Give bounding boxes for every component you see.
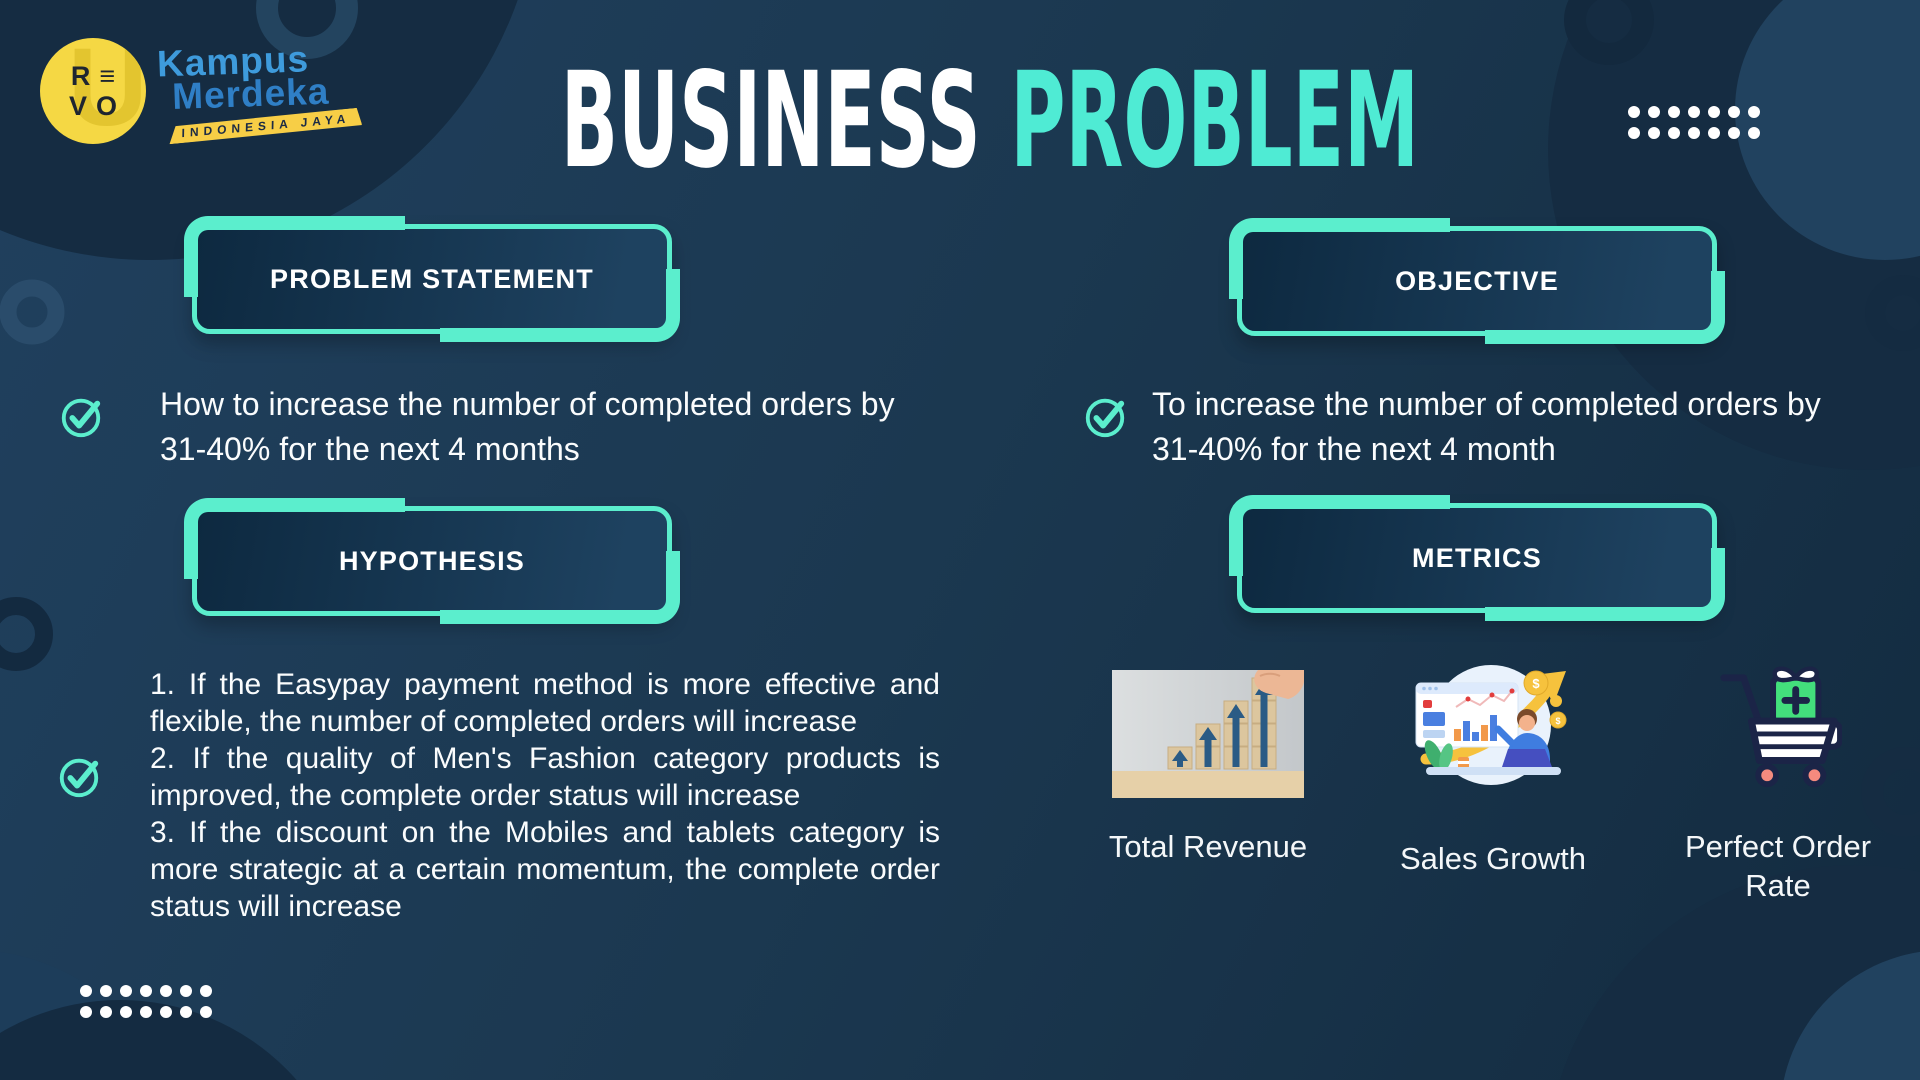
revenue-growth-blocks-photo (1112, 670, 1304, 798)
check-icon (59, 758, 99, 798)
svg-text:$: $ (1532, 676, 1540, 691)
hypothesis-heading: HYPOTHESIS (338, 545, 526, 576)
hypothesis-text: 1. If the Easypay payment method is more… (150, 666, 940, 925)
box-corner-accent-top-left (1229, 495, 1450, 577)
revou-logo-watermark: U (68, 38, 146, 144)
box-corner-accent-bottom-right (1485, 548, 1725, 621)
problem-statement-heading: PROBLEM STATEMENT (270, 263, 594, 294)
revou-logo-bottom: VO (68, 91, 126, 121)
metric-label: Total Revenue (1108, 829, 1308, 864)
page-title: BUSINESS PROBLEM (60, 52, 1920, 191)
problem-statement-text: How to increase the number of completed … (160, 386, 895, 468)
revou-logo: U R≡ VO (40, 38, 146, 144)
hypothesis-item-3: 3. If the discount on the Mobiles and ta… (150, 816, 940, 924)
box-corner-accent-top-left (1229, 218, 1450, 300)
check-icon (1085, 398, 1125, 438)
dots-decoration-bottom-left (80, 985, 212, 1018)
hypothesis-item-1: 1. If the Easypay payment method is more… (150, 668, 940, 739)
metric-label: Perfect Order Rate (1684, 829, 1872, 903)
hypothesis-heading-box: HYPOTHESIS (184, 498, 680, 624)
shopping-cart-gift-icon (1720, 666, 1842, 788)
box-corner-accent-bottom-right (440, 269, 680, 342)
metric-perfect-order-rate: Perfect Order Rate (1648, 658, 1908, 906)
metrics-heading-box: METRICS (1229, 495, 1725, 621)
box-corner-accent-bottom-right (440, 551, 680, 624)
box-corner-accent-top-left (184, 498, 405, 580)
box-corner-accent-bottom-right (1485, 271, 1725, 344)
objective-heading: OBJECTIVE (1395, 265, 1559, 296)
check-icon (61, 398, 101, 438)
title-word-business: BUSINESS (560, 44, 981, 198)
objective-text: To increase the number of completed orde… (1152, 386, 1821, 468)
metrics-row: Total Revenue (1078, 658, 1908, 906)
objective-heading-box: OBJECTIVE (1229, 218, 1725, 344)
hypothesis-item-2: 2. If the quality of Men's Fashion categ… (150, 742, 940, 813)
metric-sales-growth: $ $ Sales Growth (1363, 658, 1623, 906)
title-word-problem: PROBLEM (1010, 44, 1420, 198)
box-corner-accent-top-left (184, 216, 405, 298)
problem-statement-heading-box: PROBLEM STATEMENT (184, 216, 680, 342)
metric-total-revenue: Total Revenue (1078, 658, 1338, 906)
sales-growth-illustration: $ $ (1415, 665, 1566, 785)
metric-label: Sales Growth (1399, 841, 1587, 876)
dots-decoration-top-right (1628, 106, 1760, 139)
svg-text:$: $ (1555, 716, 1560, 726)
revou-logo-top: R≡ (70, 61, 125, 91)
